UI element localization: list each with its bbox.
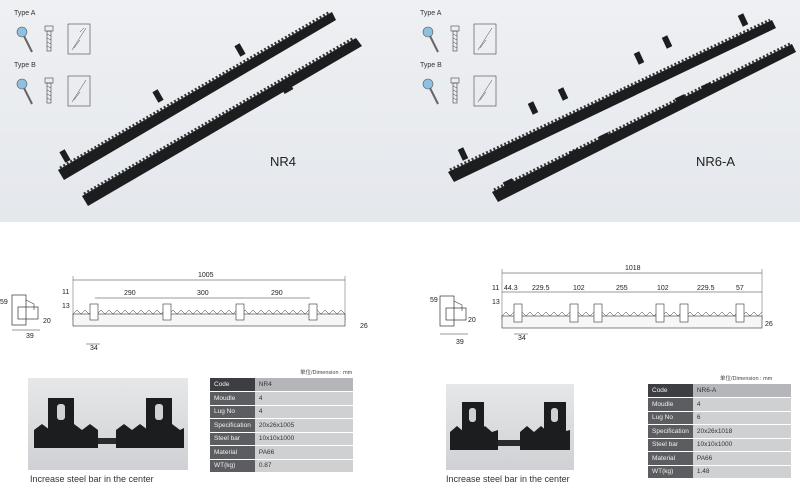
spec-value: NR4 <box>254 378 353 392</box>
screw-icon <box>16 78 33 105</box>
spec-key: Code <box>210 378 255 392</box>
dim-height: 59 <box>0 299 8 306</box>
dim-spacing: 300 <box>197 290 209 297</box>
spec-value: 20x26x1005 <box>254 418 353 433</box>
rack-section-illustration <box>34 398 184 448</box>
dim-26: 26 <box>360 323 368 330</box>
spec-value: 4 <box>254 391 353 406</box>
model-label: NR4 <box>270 154 297 169</box>
spec-key: Code <box>648 384 693 398</box>
rack-photo-nr4 <box>58 10 362 206</box>
spec-key: Steel bar <box>648 438 693 452</box>
spec-value: 20x26x1018 <box>692 424 791 439</box>
dim-39: 39 <box>456 339 464 346</box>
product-panel-nr6a: Type A Type B <box>400 0 800 222</box>
dim-spacing: 229.5 <box>697 285 715 292</box>
spec-key: Moudle <box>210 391 255 406</box>
dim-13: 13 <box>62 303 70 310</box>
spec-key: Specification <box>648 424 693 439</box>
dim-spacing: 102 <box>657 285 669 292</box>
spec-value: 4 <box>254 405 353 419</box>
dim-spacing: 102 <box>573 285 585 292</box>
steel-bar-photo-nr4 <box>28 378 188 470</box>
spec-value: 4 <box>692 397 791 412</box>
dim-height: 59 <box>430 297 438 304</box>
spec-key: Lug No <box>210 405 255 419</box>
dim-spacing: 290 <box>271 290 283 297</box>
spec-key: Steel bar <box>210 432 255 446</box>
spec-key: Material <box>210 445 255 460</box>
screw-icon <box>16 26 33 53</box>
unit-note: 单位/Dimension : mm <box>720 376 773 382</box>
dim-39: 39 <box>26 333 34 340</box>
type-b-label: Type B <box>420 62 442 69</box>
product-panel-nr4: Type A Type B NR4 <box>0 0 400 222</box>
dim-spacing: 57 <box>736 285 744 292</box>
dim-spacing: 44.3 <box>504 285 518 292</box>
drawing-nr4: 59 20 39 1005 290 300 290 11 13 26 34 <box>0 272 368 352</box>
dim-overall: 1018 <box>625 265 641 272</box>
type-a-label: Type A <box>14 10 36 17</box>
dim-20: 20 <box>43 318 51 325</box>
dim-20: 20 <box>468 317 476 324</box>
dim-spacing: 255 <box>616 285 628 292</box>
dim-11: 11 <box>62 289 69 296</box>
caption: Increase steel bar in the center <box>446 474 570 484</box>
spec-key: WT(kg) <box>210 459 255 473</box>
spec-key: Moudle <box>648 397 693 412</box>
spec-value: 6 <box>692 411 791 425</box>
caption: Increase steel bar in the center <box>30 474 154 484</box>
rack-section-illustration <box>450 402 570 450</box>
table-row: WT(kg)1.48 <box>648 465 791 479</box>
spec-key: Material <box>648 451 693 466</box>
screw-icon <box>422 78 439 105</box>
spec-value: 1.48 <box>692 465 791 479</box>
spec-key: Lug No <box>648 411 693 425</box>
dim-26: 26 <box>765 321 773 328</box>
screw-icon <box>422 26 439 53</box>
dim-overall: 1005 <box>198 272 214 279</box>
type-b-label: Type B <box>14 62 36 69</box>
screw-drawings <box>422 23 497 107</box>
dim-spacing: 229.5 <box>532 285 550 292</box>
spec-value: PA66 <box>692 451 791 466</box>
spec-key: Specification <box>210 418 255 433</box>
rack-photo-nr6a <box>448 13 796 202</box>
unit-note: 单位/Dimension : mm <box>300 370 353 376</box>
type-a-label: Type A <box>420 10 442 17</box>
dim-34: 34 <box>90 345 98 352</box>
model-label: NR6-A <box>696 154 736 169</box>
dim-34: 34 <box>518 335 526 342</box>
spec-key: WT(kg) <box>648 465 693 479</box>
screw-drawings <box>16 23 91 107</box>
spec-value: 10x10x1000 <box>692 438 791 452</box>
drawing-nr6a: 59 20 39 1018 44.3 229.5 102 255 102 229… <box>430 265 773 346</box>
table-row: WT(kg)0.87 <box>210 459 353 473</box>
steel-bar-photo-nr6a <box>446 384 574 470</box>
spec-value: PA66 <box>254 445 353 460</box>
spec-value: NR6-A <box>692 384 791 398</box>
dim-spacing: 290 <box>124 290 136 297</box>
spec-value: 10x10x1000 <box>254 432 353 446</box>
dim-11: 11 <box>492 285 499 292</box>
dim-13: 13 <box>492 299 500 306</box>
spec-value: 0.87 <box>254 459 353 473</box>
